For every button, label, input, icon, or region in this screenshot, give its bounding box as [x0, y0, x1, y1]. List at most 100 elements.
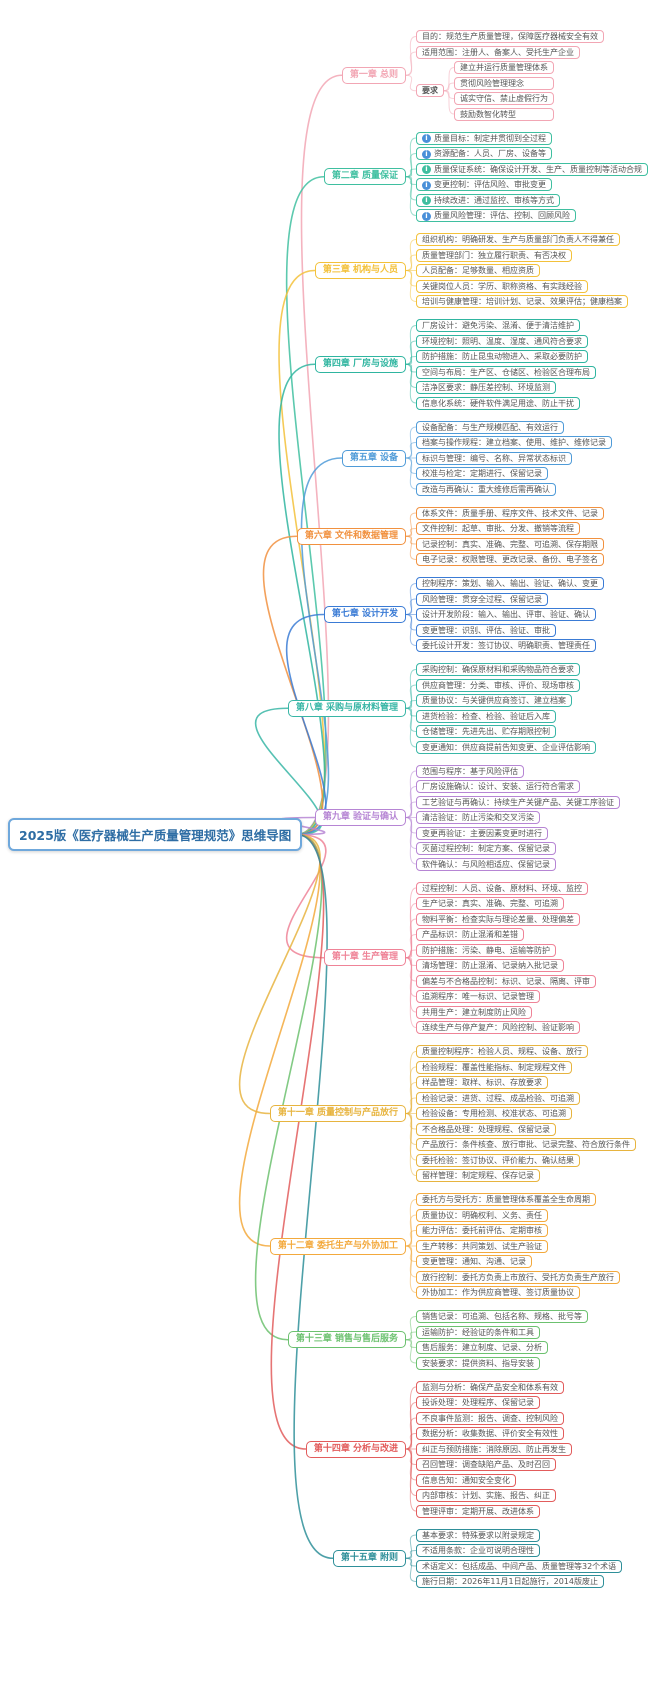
topic-item[interactable]: 检验记录：进货、过程、成品检验、可追溯: [416, 1091, 580, 1105]
topic-item[interactable]: 连续生产与停产复产：风险控制、验证影响: [416, 1021, 580, 1034]
topic-item[interactable]: 防护措施：防止昆虫动物进入、采取必要防护: [416, 350, 588, 363]
topic-item[interactable]: 检验规程：覆盖性能指标、制定规程文件: [416, 1060, 572, 1074]
topic-item[interactable]: 范围与程序：基于风险评估: [416, 764, 524, 778]
topic-item[interactable]: 标识与管理：编号、名称、异常状态标识: [416, 451, 572, 465]
central-topic[interactable]: 2025版《医疗器械生产质量管理规范》思维导图: [8, 818, 303, 851]
subtopic-item[interactable]: 诚实守信、禁止虚假行为: [454, 92, 554, 105]
topic-item[interactable]: 采购控制：确保原材料和采购物品符合要求: [416, 663, 580, 676]
topic-item[interactable]: 生产记录：真实、准确、完整、可追溯: [416, 897, 564, 910]
topic-item[interactable]: 记录控制：真实、准确、完整、可追溯、保存期限: [416, 537, 604, 551]
topic-item[interactable]: 委托方与受托方：质量管理体系覆盖全生命周期: [416, 1193, 596, 1206]
subtopic-item[interactable]: 建立并运行质量管理体系: [454, 61, 554, 74]
topic-item[interactable]: 进货检验：检查、检验、验证后入库: [416, 709, 556, 723]
topic-item[interactable]: 培训与健康管理：培训计划、记录、效果评估；健康档案: [416, 295, 628, 308]
topic-item[interactable]: 厂房设施确认：设计、安装、运行符合需求: [416, 780, 580, 793]
topic-item[interactable]: 施行日期：2026年11月1日起施行，2014版废止: [416, 1575, 604, 1588]
chapter-node[interactable]: 第九章 验证与确认: [314, 809, 406, 826]
topic-item[interactable]: 灭菌过程控制：制定方案、保留记录: [416, 842, 556, 855]
topic-item[interactable]: 数据分析：收集数据、评价安全有效性: [416, 1427, 564, 1440]
topic-item[interactable]: 清场管理：防止混淆、记录纳入批记录: [416, 959, 564, 972]
subtopic-item[interactable]: 贯彻风险管理理念: [454, 76, 554, 90]
chapter-node[interactable]: 第十一章 质量控制与产品放行: [269, 1105, 406, 1122]
topic-item[interactable]: 召回管理：调查缺陷产品、及时召回: [416, 1458, 556, 1471]
topic-item[interactable]: 产品标识：防止混淆和差错: [416, 928, 524, 941]
topic-item[interactable]: 供应商管理：分类、审核、评价、现场审核: [416, 678, 580, 692]
topic-item[interactable]: 偏差与不合格品控制：标识、记录、隔离、评审: [416, 974, 596, 988]
topic-item[interactable]: 检验设备：专用检测、校准状态、可追溯: [416, 1107, 572, 1120]
topic-item[interactable]: 投诉处理：处理程序、保留记录: [416, 1396, 540, 1409]
topic-item[interactable]: 变更管理：通知、沟通、记录: [416, 1255, 532, 1268]
topic-item[interactable]: 运输防护：经验证的条件和工具: [416, 1325, 540, 1339]
topic-item[interactable]: 纠正与预防措施：消除原因、防止再发生: [416, 1442, 572, 1456]
topic-item[interactable]: 关键岗位人员：学历、职称资格、有实践经验: [416, 279, 588, 293]
topic-item[interactable]: 设备配备：与生产规模匹配、有效运行: [416, 420, 564, 434]
chapter-node[interactable]: 第十二章 委托生产与外协加工: [269, 1237, 406, 1255]
topic-item[interactable]: 软件确认：与风险相适应、保留记录: [416, 857, 556, 871]
topic-item[interactable]: 质量协议：与关键供应商签订、建立档案: [416, 694, 572, 707]
chapter-node[interactable]: 第七章 设计开发: [323, 606, 406, 623]
chapter-node[interactable]: 第十五章 附则: [332, 1549, 406, 1567]
topic-item[interactable]: 校准与检定：定期进行、保留记录: [416, 467, 548, 480]
topic-item[interactable]: 安装要求：提供资料、指导安装: [416, 1356, 540, 1370]
topic-item[interactable]: 共用生产：建立制度防止风险: [416, 1005, 532, 1019]
topic-item[interactable]: 空间与布局：生产区、仓储区、检验区合理布局: [416, 365, 596, 379]
topic-item[interactable]: 环境控制：照明、温度、湿度、通风符合要求: [416, 334, 588, 348]
topic-item[interactable]: 委托检验：签订协议、评价能力、确认结果: [416, 1153, 580, 1167]
topic-item[interactable]: 文件控制：起草、审批、分发、撤销等流程: [416, 522, 580, 535]
topic-item[interactable]: 设计开发阶段：输入、输出、评审、验证、确认: [416, 608, 596, 621]
topic-item[interactable]: 监测与分析：确保产品安全和体系有效: [416, 1380, 564, 1394]
topic-item[interactable]: 适用范围：注册人、备案人、受托生产企业: [416, 45, 580, 59]
subtopic-node[interactable]: 要求: [416, 84, 444, 98]
topic-item[interactable]: 防护措施：污染、静电、运输等防护: [416, 943, 556, 957]
topic-item[interactable]: 工艺验证与再确认：持续生产关键产品、关键工序验证: [416, 795, 620, 809]
topic-item[interactable]: 洁净区要求：静压差控制、环境监测: [416, 381, 556, 394]
chapter-node[interactable]: 第六章 文件和数据管理: [296, 527, 406, 545]
topic-item[interactable]: 售后服务：建立制度、记录、分析: [416, 1341, 548, 1354]
chapter-node[interactable]: 第四章 厂房与设施: [314, 355, 406, 373]
topic-item[interactable]: 变更管理：识别、评估、验证、审批: [416, 623, 556, 637]
topic-item[interactable]: 改造与再确认：重大维修后需再确认: [416, 482, 556, 496]
topic-item[interactable]: 清洁验证：防止污染和交叉污染: [416, 811, 540, 824]
topic-item[interactable]: 电子记录：权限管理、更改记录、备份、电子签名: [416, 553, 604, 566]
topic-item[interactable]: 基本要求：特殊要求以附录规定: [416, 1528, 540, 1542]
topic-item[interactable]: 销售记录：可追溯、包括名称、规格、批号等: [416, 1310, 588, 1323]
topic-item[interactable]: 物料平衡：检查实际与理论差量、处理偏差: [416, 912, 580, 926]
topic-item[interactable]: 术语定义：包括成品、中间产品、质量管理等32个术语: [416, 1559, 623, 1573]
topic-item[interactable]: 厂房设计：避免污染、混淆、便于清洁维护: [416, 319, 580, 332]
chapter-node[interactable]: 第十三章 销售与售后服务: [287, 1331, 406, 1349]
subtopic-item[interactable]: 鼓励数智化转型: [454, 107, 554, 121]
topic-item[interactable]: 生产转移：共同策划、试生产验证: [416, 1239, 548, 1253]
topic-item[interactable]: 控制程序：策划、输入、输出、验证、确认、变更: [416, 577, 604, 590]
topic-item[interactable]: 委托设计开发：签订协议、明确职责、管理责任: [416, 639, 596, 652]
topic-item[interactable]: 目的：规范生产质量管理，保障医疗器械安全有效: [416, 30, 604, 43]
topic-item[interactable]: 人员配备：足够数量、相应资质: [416, 264, 540, 277]
topic-item[interactable]: 留样管理：制定规程、保存记录: [416, 1169, 540, 1182]
topic-item[interactable]: 产品放行：条件核查、放行审批、记录完整、符合放行条件: [416, 1138, 636, 1151]
topic-item[interactable]: 过程控制：人员、设备、原材料、环境、监控: [416, 881, 588, 895]
topic-item[interactable]: 不合格品处理：处理规程、保留记录: [416, 1122, 556, 1136]
topic-item[interactable]: 仓储管理：先进先出、贮存期限控制: [416, 725, 556, 738]
topic-item[interactable]: 信息化系统：硬件软件满足用途、防止干扰: [416, 396, 580, 410]
topic-item[interactable]: 不适用条款：企业可说明合理性: [416, 1544, 540, 1557]
topic-item[interactable]: 管理评审：定期开展、改进体系: [416, 1504, 540, 1518]
chapter-node[interactable]: 第五章 设备: [341, 449, 406, 467]
topic-item[interactable]: 放行控制：委托方负责上市放行、受托方负责生产放行: [416, 1270, 620, 1284]
topic-item[interactable]: 能力评估：委托前评估、定期审核: [416, 1224, 548, 1237]
topic-item[interactable]: 档案与操作规程：建立档案、使用、维护、维修记录: [416, 436, 612, 449]
topic-item[interactable]: 体系文件：质量手册、程序文件、技术文件、记录: [416, 506, 604, 520]
topic-item[interactable]: 质量协议：明确权利、义务、责任: [416, 1208, 548, 1222]
chapter-node[interactable]: 第十章 生产管理: [323, 949, 406, 967]
topic-item[interactable]: 变更再验证：主要因素变更时进行: [416, 826, 548, 840]
chapter-node[interactable]: 第十四章 分析与改进: [305, 1440, 406, 1458]
topic-item[interactable]: 样品管理：取样、标识、存放要求: [416, 1076, 548, 1089]
topic-item[interactable]: 质量管理部门：独立履行职责、有否决权: [416, 248, 572, 262]
topic-item[interactable]: 外协加工：作为供应商管理、签订质量协议: [416, 1286, 580, 1299]
chapter-node[interactable]: 第二章 质量保证: [323, 168, 406, 186]
topic-item[interactable]: 信息告知：通知安全变化: [416, 1473, 516, 1487]
chapter-node[interactable]: 第三章 机构与人员: [314, 262, 406, 279]
